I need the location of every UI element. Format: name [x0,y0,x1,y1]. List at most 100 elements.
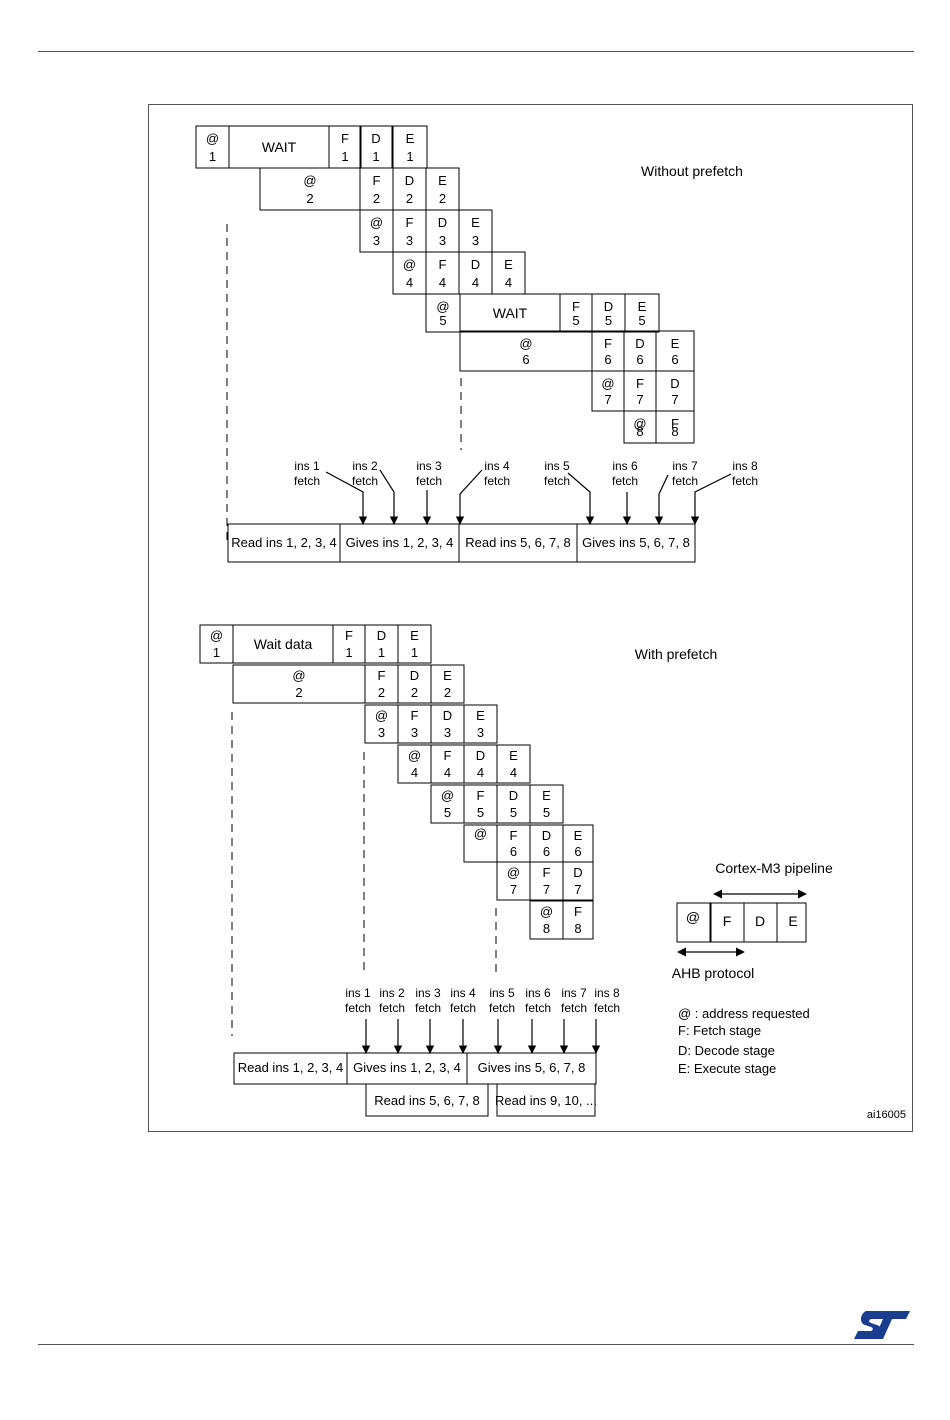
np-cell-2-index: 1 [341,149,348,164]
wp-fetch-label-5-sub: fetch [489,1001,515,1015]
np-cell-16-index: 4 [505,275,512,290]
np-arrow-1 [325,471,368,525]
wp-cell-20-stage: E [542,788,551,803]
np-cell-18-label: WAIT [493,305,528,321]
wp-fetch-label-3-sub: fetch [415,1001,441,1015]
np-cell-11-stage: D [438,215,447,230]
np-fetch-label-7: ins 7 [672,459,698,473]
wp-cell-17-index: 5 [444,805,451,820]
wp-bus-top-label-2: Gives ins 1, 2, 3, 4 [353,1060,461,1075]
np-bus-label-1: Read ins 1, 2, 3, 4 [231,535,337,550]
wp-cell-4-index: 1 [411,645,418,660]
wp-cell-28-stage: @ [540,904,553,919]
wp-fetch-label-3: ins 3 [415,986,441,1000]
np-cell-5-index: 2 [306,191,313,206]
np-cell-25-index: 6 [671,352,678,367]
wp-cell-29-index: 8 [574,921,581,936]
wp-cell-1-label: Wait data [254,636,313,652]
wp-fetch-label-6-sub: fetch [525,1001,551,1015]
np-cell-5-stage: @ [303,173,316,188]
wp-cell-8-box [430,664,465,704]
np-cell-10-index: 3 [406,233,413,248]
wp-cell-26-index: 7 [543,882,550,897]
np-cell-16-stage: E [504,257,513,272]
np-cell-29-index: 8 [636,424,643,439]
wp-fetch-label-4: ins 4 [450,986,476,1000]
legend-line-1: @ : address requested [678,1006,810,1021]
wp-cell-18-stage: F [477,788,485,803]
wp-cell-10-index: 3 [411,725,418,740]
wp-cell-25-index: 7 [510,882,517,897]
wp-cell-7-index: 2 [411,685,418,700]
wp-cell-8-index: 2 [444,685,451,700]
wp-cell-27-index: 7 [574,882,581,897]
np-cell-27-index: 7 [636,392,643,407]
pipeline-stage-2: F [723,913,732,929]
np-cell-15-stage: D [471,257,480,272]
np-cell-24-stage: D [635,336,644,351]
pipeline-stage-3: D [755,913,765,929]
np-cell-9-stage: @ [370,215,383,230]
without-prefetch-title: Without prefetch [641,163,743,179]
figure-frame [148,104,913,1132]
np-cell-19-stage: F [572,299,580,314]
np-fetch-label-6-sub: fetch [612,474,638,488]
np-fetch-label-4-sub: fetch [484,474,510,488]
wp-bus-bottom-label-2: Read ins 9, 10, ... [495,1093,597,1108]
np-cell-12-stage: E [471,215,480,230]
wp-bus-top-label-1: Read ins 1, 2, 3, 4 [238,1060,344,1075]
wp-cell-24-stage: E [574,828,583,843]
wp-cell-2-stage: F [345,628,353,643]
wp-cell-24-index: 6 [574,844,581,859]
np-fetch-label-5: ins 5 [544,459,570,473]
np-arrow-5 [567,472,595,525]
np-cell-27-stage: F [636,376,644,391]
wp-cell-7-stage: D [410,668,419,683]
np-cell-21-box [624,293,660,333]
np-cell-22-index: 6 [522,352,529,367]
np-cell-1-label: WAIT [262,139,297,155]
wp-fetch-label-4-sub: fetch [450,1001,476,1015]
np-cell-7-index: 2 [406,191,413,206]
wp-fetch-label-8: ins 8 [594,986,620,1000]
wp-cell-11-index: 3 [444,725,451,740]
wp-cell-5-stage: @ [292,668,305,683]
np-cell-20-index: 5 [605,313,612,328]
wp-cell-29-stage: F [574,904,582,919]
wp-cell-8-stage: E [443,668,452,683]
wp-cell-3-stage: D [377,628,386,643]
np-fetch-label-3: ins 3 [416,459,442,473]
np-arrow-2 [379,469,399,525]
wp-cell-27-box [562,861,594,901]
with-prefetch-title: With prefetch [635,646,717,662]
np-cell-8-stage: E [438,173,447,188]
wp-cell-15-index: 4 [477,765,484,780]
np-cell-21-index: 5 [638,313,645,328]
pipeline-stage-box-1 [676,902,711,943]
wp-bus-bottom-box-1 [365,1083,489,1117]
wp-cell-26-stage: F [543,865,551,880]
header-rule [38,51,914,52]
wp-cell-11-stage: D [443,708,452,723]
np-cell-19-index: 5 [572,313,579,328]
np-cell-6-index: 2 [373,191,380,206]
wp-cell-28-index: 8 [543,921,550,936]
np-cell-3-stage: D [371,131,380,146]
figure-id: ai16005 [867,1109,906,1121]
np-cell-12-index: 3 [472,233,479,248]
np-bus-box-4 [576,523,696,563]
np-cell-22-stage: @ [519,336,532,351]
wp-cell-10-stage: F [411,708,419,723]
np-cell-13-stage: @ [403,257,416,272]
np-cell-9-index: 3 [373,233,380,248]
np-fetch-label-1: ins 1 [294,459,320,473]
wp-cell-6-stage: F [378,668,386,683]
legend-line-3: D: Decode stage [678,1043,775,1058]
wp-bus-bottom-box-2 [496,1083,596,1117]
wp-cell-23-index: 6 [543,844,550,859]
legend-line-4: E: Execute stage [678,1061,776,1076]
wp-cell-13-index: 4 [411,765,418,780]
